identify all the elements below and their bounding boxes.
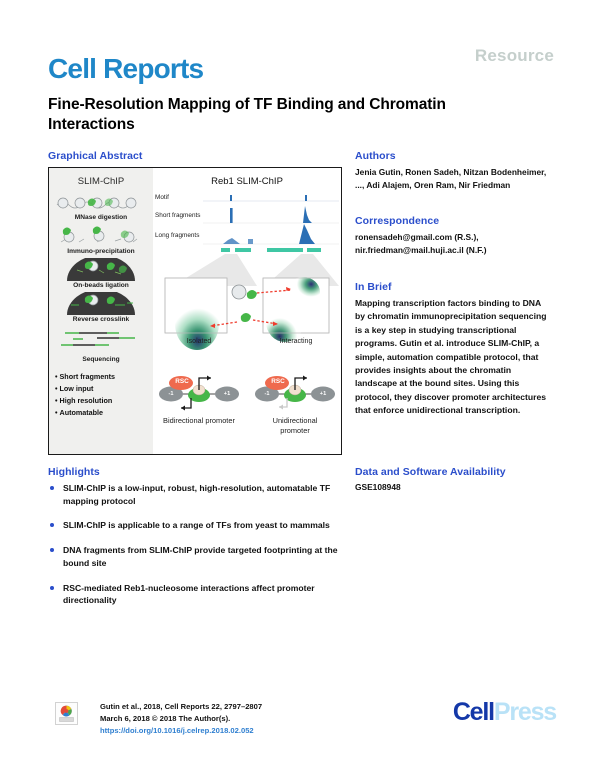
figure-feature-label-0: Short fragments: [59, 372, 116, 381]
heatmap-caption-isolated: Isolated: [186, 338, 212, 345]
workflow-step-label-4: Sequencing: [82, 356, 120, 363]
list-item: DNA fragments from SLIM-ChIP provide tar…: [48, 544, 340, 569]
rsc-complex-label-left: RSC: [175, 378, 189, 385]
list-item: SLIM-ChIP is applicable to a range of TF…: [48, 519, 340, 532]
genome-track-graphic: [173, 195, 339, 286]
nucleosome-label-plus1-left: +1: [223, 391, 231, 397]
authors-heading: Authors: [355, 150, 396, 162]
track-label-short-fragments: Short fragments: [155, 212, 201, 219]
sequencing-fragments-illustration: [49, 326, 153, 354]
figure-right-title: Reb1 SLIM-ChIP: [211, 176, 283, 187]
in-brief-heading: In Brief: [355, 281, 392, 293]
figure-right-panel: Reb1 SLIM-ChIP Motif Short fragments Lon…: [153, 168, 341, 454]
figure-feature-0: • Short fragments: [55, 372, 116, 381]
article-type-kicker: Resource: [474, 46, 554, 65]
crossmark-icon[interactable]: [55, 702, 78, 725]
correspondence-heading: Correspondence: [355, 215, 440, 227]
citation-line-2: March 6, 2018 © 2018 The Author(s).: [100, 713, 231, 723]
track-label-long-fragments: Long fragments: [155, 232, 200, 239]
figure-feature-1: • Low input: [55, 383, 94, 393]
correspondence-emails: ronensadeh@gmail.com (R.S.), nir.friedma…: [355, 232, 487, 256]
figure-feature-list: • Short fragments • Low input • High res…: [55, 371, 153, 419]
promoter-architecture-graphic: [159, 375, 335, 411]
beads-illustration-1: [49, 255, 153, 281]
heatmap-caption-interacting: Interacting: [279, 338, 313, 345]
workflow-step-label-1: Immuno-precipitation: [67, 248, 135, 255]
in-brief-text: Mapping transcription factors binding to…: [355, 298, 547, 416]
beads-illustration-2: [49, 289, 153, 315]
heatmap-panels-graphic: [164, 277, 330, 350]
figure-feature-label-3: Automatable: [59, 407, 104, 417]
highlights-list: SLIM-ChIP is a low-input, robust, high-r…: [48, 482, 340, 619]
cellpress-logo-press: Press: [493, 698, 557, 726]
workflow-step-label-3: Reverse crosslink: [72, 316, 130, 323]
figure-left-panel: SLIM-ChIP: [49, 168, 153, 454]
footer-citation: Gutin et al., 2018, Cell Reports 22, 279…: [100, 701, 360, 736]
list-item: RSC-mediated Reb1-nucleosome interaction…: [48, 582, 340, 607]
nucleosome-label-minus1-left: -1: [168, 391, 174, 397]
figure-feature-2: • High resolution: [55, 395, 113, 405]
workflow-step-label-2: On-beads ligation: [73, 282, 129, 289]
promoter-caption-unidirectional: Unidirectional promoter: [272, 416, 318, 435]
data-availability-accession: GSE108948: [355, 482, 401, 492]
graphical-abstract-figure: SLIM-ChIP: [48, 167, 342, 455]
track-label-motif: Motif: [155, 194, 169, 201]
workflow-step-label-0: MNase digestion: [74, 214, 128, 221]
cellpress-logo: CellPress: [452, 698, 557, 726]
nucleosome-label-plus1-right: +1: [319, 391, 327, 397]
cellpress-logo-cell: Cell: [452, 698, 495, 726]
rsc-complex-label-right: RSC: [271, 378, 285, 385]
digested-fragments-illustration: [49, 224, 153, 246]
figure-left-title: SLIM-ChIP: [77, 176, 125, 187]
graphical-abstract-heading: Graphical Abstract: [48, 150, 143, 162]
highlights-heading: Highlights: [48, 466, 100, 478]
figure-feature-3: • Automatable: [55, 407, 104, 417]
chromatin-illustration: [49, 192, 153, 214]
doi-link[interactable]: https://doi.org/10.1016/j.celrep.2018.02…: [100, 725, 254, 735]
citation-line-1: Gutin et al., 2018, Cell Reports 22, 279…: [100, 702, 263, 711]
authors-list: Jenia Gutin, Ronen Sadeh, Nitzan Bodenhe…: [355, 167, 547, 191]
data-availability-heading: Data and Software Availability: [355, 466, 506, 478]
figure-feature-label-2: High resolution: [59, 395, 113, 405]
journal-masthead: Cell Reports: [48, 53, 204, 84]
page-title: Fine-Resolution Mapping of TF Binding an…: [48, 96, 446, 134]
promoter-caption-bidirectional: Bidirectional promoter: [163, 416, 235, 425]
figure-feature-label-1: Low input: [59, 383, 94, 393]
nucleosome-label-minus1-right: -1: [264, 391, 270, 397]
list-item: SLIM-ChIP is a low-input, robust, high-r…: [48, 482, 340, 507]
